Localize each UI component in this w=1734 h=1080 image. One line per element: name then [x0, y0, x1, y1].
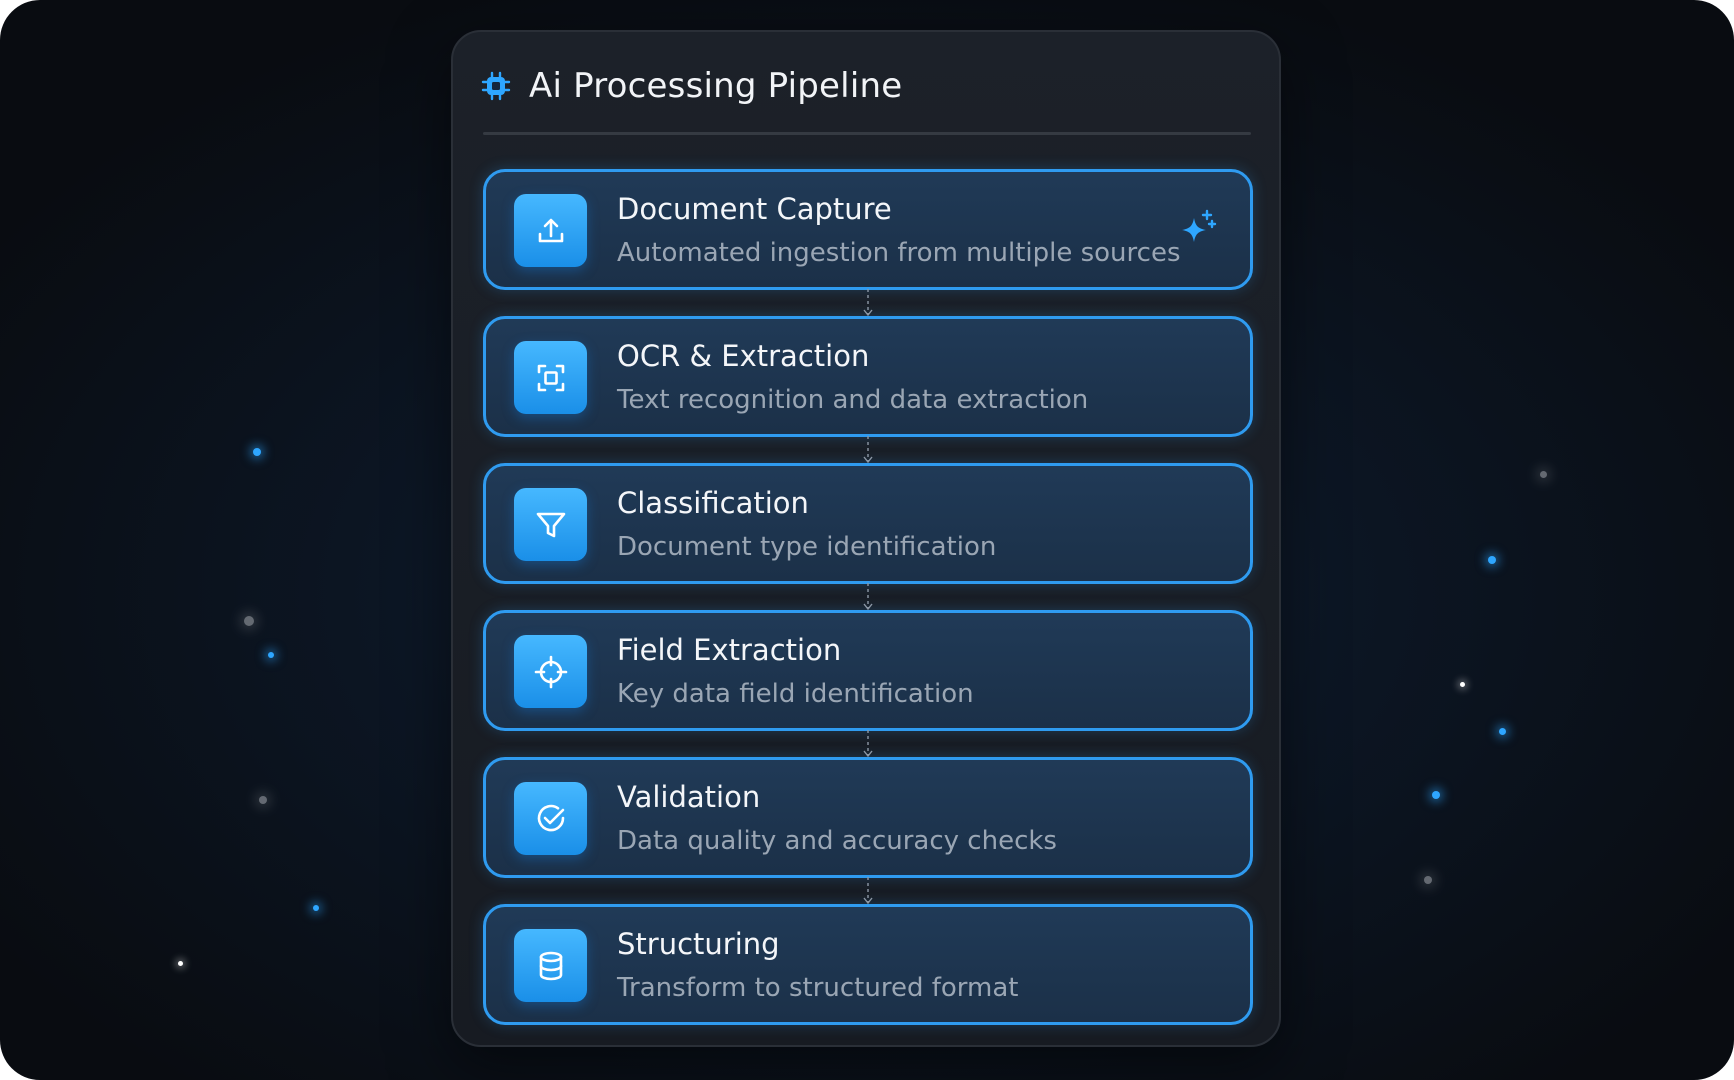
step-description: Document type identification	[617, 532, 997, 562]
ambient-dot	[259, 796, 267, 804]
step-card-field-extraction[interactable]: Field Extraction Key data field identifi…	[483, 610, 1253, 731]
crosshair-icon	[514, 635, 587, 708]
step-card-validation[interactable]: Validation Data quality and accuracy che…	[483, 757, 1253, 878]
step-description: Text recognition and data extraction	[617, 385, 1089, 415]
step-title: Field Extraction	[617, 633, 842, 667]
ambient-dot	[1499, 728, 1506, 735]
chip-icon	[481, 71, 511, 101]
pipeline-panel: Ai Processing Pipeline Document Capture …	[451, 30, 1281, 1047]
check-circle-icon	[514, 782, 587, 855]
step-title: Structuring	[617, 927, 780, 961]
filter-icon	[514, 488, 587, 561]
ambient-dot	[1488, 556, 1496, 564]
step-title: Document Capture	[617, 192, 892, 226]
step-title: Classification	[617, 486, 809, 520]
connector-arrow	[863, 289, 873, 317]
step-card-document-capture[interactable]: Document Capture Automated ingestion fro…	[483, 169, 1253, 290]
ambient-dot	[253, 448, 261, 456]
connector-arrow	[863, 730, 873, 758]
ambient-dot	[1460, 682, 1465, 687]
step-description: Key data field identification	[617, 679, 974, 709]
ambient-dot	[1424, 876, 1432, 884]
pipeline-steps: Document Capture Automated ingestion fro…	[483, 169, 1253, 1025]
ambient-dot	[244, 616, 254, 626]
database-icon	[514, 929, 587, 1002]
header-divider	[483, 132, 1251, 135]
step-description: Data quality and accuracy checks	[617, 826, 1057, 856]
ambient-dot	[1540, 471, 1547, 478]
step-title: Validation	[617, 780, 761, 814]
step-title: OCR & Extraction	[617, 339, 870, 373]
step-card-ocr-extraction[interactable]: OCR & Extraction Text recognition and da…	[483, 316, 1253, 437]
scan-icon	[514, 341, 587, 414]
connector-arrow	[863, 877, 873, 905]
panel-header: Ai Processing Pipeline	[481, 66, 902, 106]
step-description: Transform to structured format	[617, 973, 1019, 1003]
upload-icon	[514, 194, 587, 267]
sparkle-icon	[1182, 209, 1217, 242]
ambient-dot	[178, 961, 183, 966]
step-card-classification[interactable]: Classification Document type identificat…	[483, 463, 1253, 584]
page-title: Ai Processing Pipeline	[529, 66, 903, 106]
step-card-structuring[interactable]: Structuring Transform to structured form…	[483, 904, 1253, 1025]
ambient-dot	[268, 652, 274, 658]
connector-arrow	[863, 436, 873, 464]
step-description: Automated ingestion from multiple source…	[617, 238, 1181, 268]
ambient-dot	[313, 905, 319, 911]
ambient-dot	[1432, 791, 1440, 799]
connector-arrow	[863, 583, 873, 611]
